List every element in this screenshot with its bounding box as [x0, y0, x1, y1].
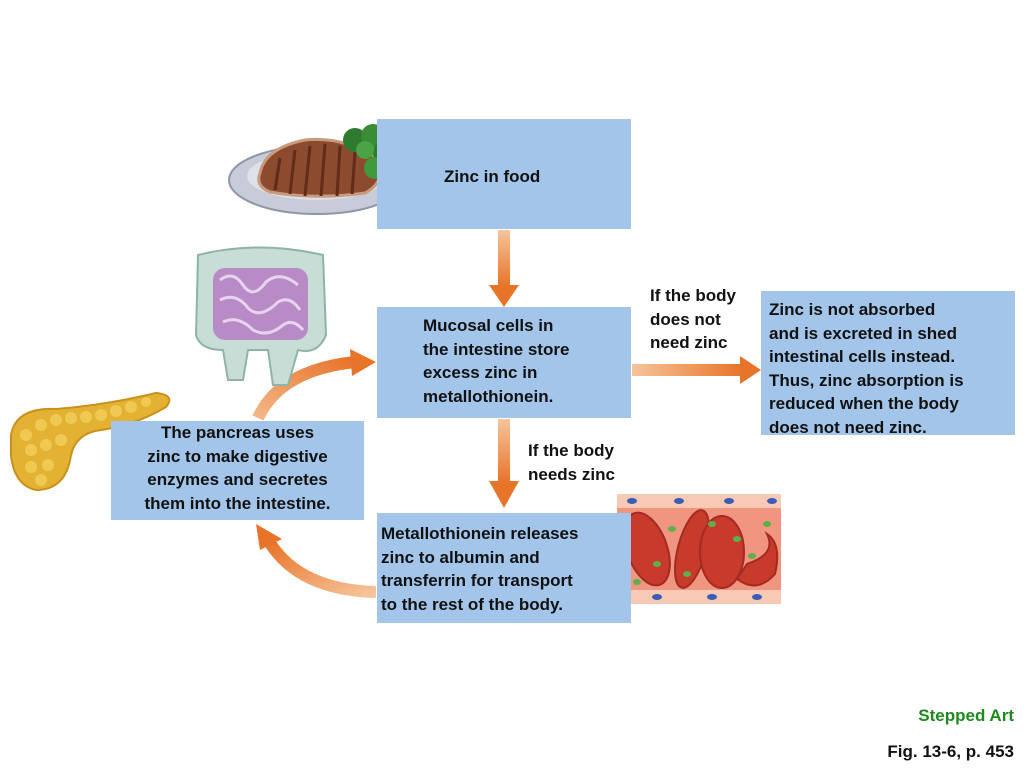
label-line: needs zinc [528, 464, 615, 484]
pancreas-line: zinc to make digestive [147, 446, 328, 466]
arrow-food-to-mucosal [489, 230, 519, 307]
zinc-in-food-box: Zinc in food [377, 119, 631, 229]
figure-reference: Fig. 13-6, p. 453 [887, 742, 1014, 761]
arrow-mucosal-to-release [489, 419, 519, 508]
release-line: to the rest of the body. [381, 594, 563, 614]
release-line: zinc to albumin and [381, 547, 540, 567]
excrete-line: and is excreted in shed [769, 323, 958, 343]
metallothionein-release-box: Metallothionein releases zinc to albumin… [377, 513, 631, 623]
mucosal-cells-box: Mucosal cells in the intestine store exc… [377, 307, 631, 418]
arrow-pancreas-to-mucosal [252, 349, 376, 421]
arrow-release-to-pancreas [256, 524, 377, 598]
excrete-line: reduced when the body [769, 394, 959, 413]
label-line: does not [650, 309, 721, 329]
pancreas-icon [10, 391, 171, 492]
release-line: Metallothionein releases [381, 524, 579, 543]
excrete-line: intestinal cells instead. [769, 347, 956, 366]
stepped-art-label: Stepped Art [918, 706, 1014, 725]
arrow-mucosal-to-excrete [632, 356, 761, 384]
blood-vessel-icon [617, 494, 781, 604]
mucosal-line: metallothionein. [423, 386, 554, 406]
label-line: need zinc [650, 333, 728, 352]
label-does-not-need-zinc: If the body does not need zinc [650, 284, 736, 355]
mucosal-line: excess zinc in [423, 363, 538, 382]
pancreas-box: The pancreas uses zinc to make digestive… [111, 421, 364, 520]
steak-with-broccoli-icon [228, 124, 406, 215]
excrete-line: Zinc is not absorbed [769, 300, 936, 319]
zinc-in-food-text: Zinc in food [444, 167, 541, 186]
label-line: If the body [528, 441, 614, 460]
zinc-excreted-box: Zinc is not absorbed and is excreted in … [761, 291, 1015, 437]
excrete-line: does not need zinc. [769, 417, 927, 437]
label-line: If the body [650, 286, 736, 305]
pancreas-line: them into the intestine. [144, 493, 331, 513]
release-line: transferrin for transport [381, 571, 573, 590]
excrete-line: Thus, zinc absorption is [769, 370, 964, 390]
intestine-icon [194, 246, 328, 386]
mucosal-line: Mucosal cells in [423, 316, 554, 335]
mucosal-line: the intestine store [423, 339, 570, 359]
pancreas-line: enzymes and secretes [147, 470, 328, 489]
label-needs-zinc: If the body needs zinc [528, 439, 615, 486]
pancreas-line: The pancreas uses [160, 423, 315, 442]
